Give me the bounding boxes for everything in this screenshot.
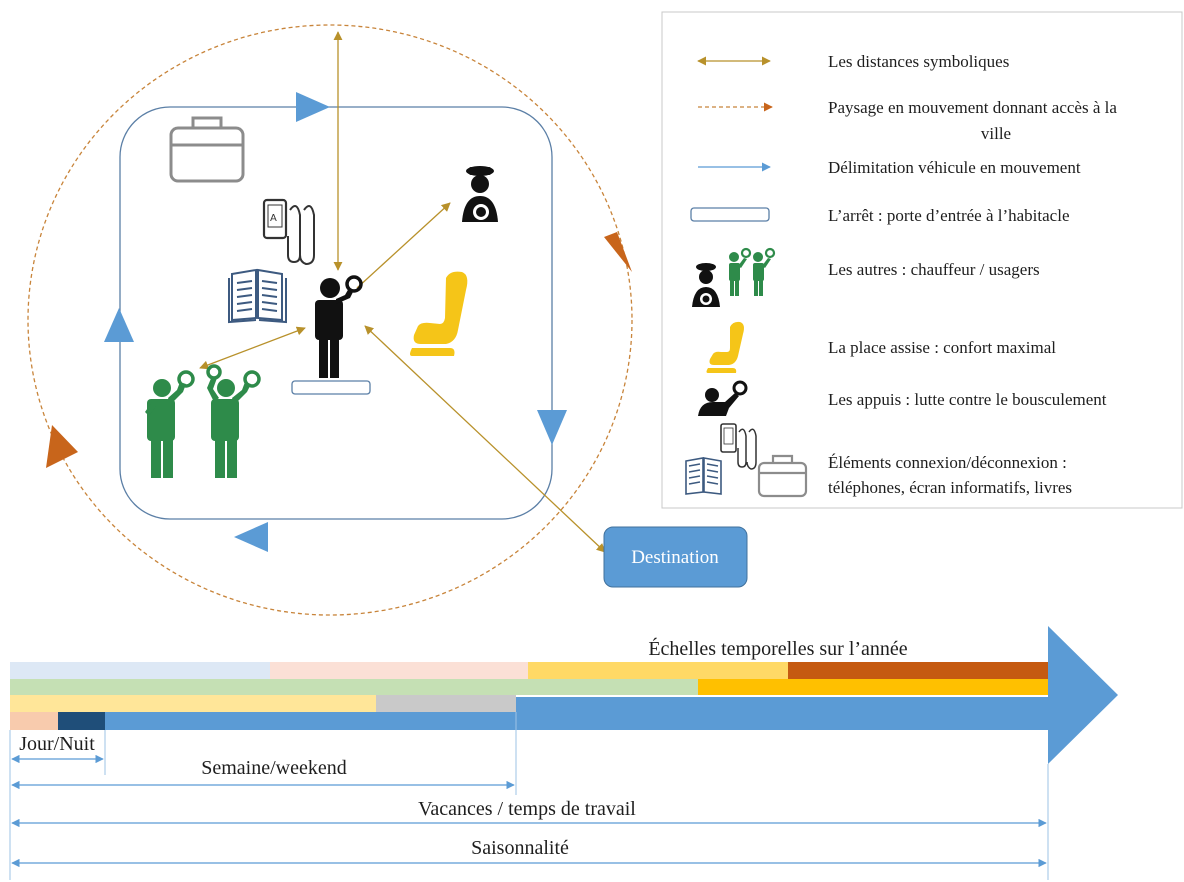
landscape-triangle-left [46,425,78,468]
vehicle-arrow-left [104,308,134,342]
city-landscape-dashed-circle [27,24,633,616]
driver-and-passengers-icon [692,247,776,307]
timeline-big-arrow [105,626,1118,764]
seat-legend-icon [706,321,744,373]
band-row1-seg4 [788,662,1048,679]
band-row1-seg2 [270,662,528,679]
svg-text:A: A [270,213,277,224]
timeline: Échelles temporelles sur l’année Jour/Nu… [9,626,1118,880]
standing-passenger-icon [315,275,363,378]
legend-label-others: Les autres : chauffeur / usagers [828,260,1040,279]
legend-label-distances: Les distances symboliques [828,52,1009,71]
band-row1-seg3 [528,662,788,679]
suitcase-icon [169,116,245,183]
destination-label: Destination [631,547,719,568]
legend-label-landscape-1: Paysage en mouvement donnant accès à la [828,98,1117,117]
symbolic-distance-arrows [199,31,606,553]
scale-label-seasonality: Saisonnalité [471,837,569,859]
legend-label-devices-1: Éléments connexion/déconnexion : [828,453,1067,472]
phone-earphones-icon: A [262,198,315,266]
band-row4-seg2 [58,712,105,730]
driver-icon [462,166,498,222]
band-row3-seg1 [10,695,376,712]
band-row2-seg2 [698,679,1048,695]
vehicle-arrow-bottom [234,522,268,552]
devices-icon [685,423,808,498]
vehicle-arrow-top [296,92,330,122]
legend-label-vehicle: Délimitation véhicule en mouvement [828,158,1081,177]
scale-label-holidays: Vacances / temps de travail [418,798,636,820]
legend-label-devices-2: téléphones, écran informatifs, livres [828,478,1072,497]
legend-label-seat: La place assise : confort maximal [828,338,1056,357]
band-row3-seg2 [376,695,516,712]
timeline-title: Échelles temporelles sur l’année [648,637,907,660]
legend-panel: Les distances symboliques Paysage en mou… [661,11,1183,509]
scale-label-day-night: Jour/Nuit [19,733,95,755]
destination-box: Destination [603,526,748,588]
band-row1-seg1 [10,662,270,679]
vehicle-arrow-right [537,410,567,445]
legend-label-landscape-2: ville [981,124,1011,143]
stop-platform [291,380,371,395]
legend-label-stop: L’arrêt : porte d’entrée à l’habitacle [828,206,1070,225]
book-icon [228,268,287,324]
legend-label-handhold: Les appuis : lutte contre le bousculemen… [828,390,1107,409]
handhold-icon [698,380,748,416]
scale-label-week: Semaine/weekend [201,757,347,779]
band-row4-seg1 [10,712,58,730]
passengers-icon [145,364,261,478]
landscape-triangle-right [604,232,632,272]
band-row2-seg1 [10,679,698,695]
seat-icon [410,271,468,356]
stop-platform-icon [690,207,770,222]
